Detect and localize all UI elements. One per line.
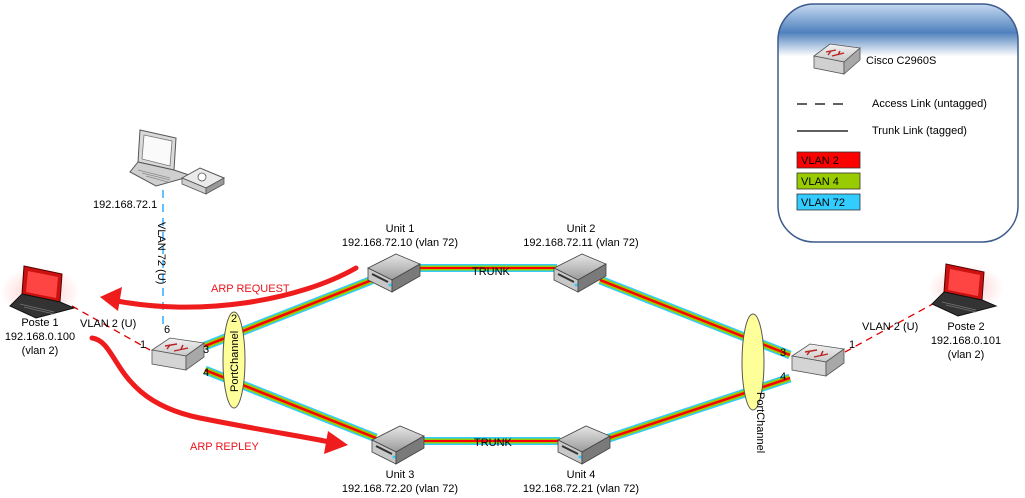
- arp-request-label: ARP REQUEST: [211, 283, 290, 295]
- unit2-ip: 192.168.72.11 (vlan 72): [523, 237, 638, 249]
- legend-vlan-4: VLAN 4: [796, 172, 861, 190]
- unit4-ip: 192.168.72.21 (vlan 72): [523, 483, 639, 495]
- legend-access-label: Access Link (untagged): [872, 98, 987, 110]
- unit2-icon[interactable]: [553, 253, 607, 293]
- poste1-link-label: VLAN 2 (U): [80, 318, 136, 330]
- poste1-vlan: (vlan 2): [22, 345, 59, 357]
- legend-vlan-72: VLAN 72: [796, 193, 861, 211]
- svg-text:PortChannel: PortChannel: [754, 392, 766, 453]
- poste2-name: Poste 2: [947, 321, 984, 333]
- arp-reply-arrow: [89, 335, 348, 454]
- portchannel-right: PortChannel: [741, 313, 766, 453]
- poste2-link-label: VLAN 2 (U): [862, 321, 918, 333]
- legend-vlan-2: VLAN 2: [796, 151, 861, 169]
- admin-laptop-icon[interactable]: [129, 129, 194, 187]
- svg-text:PortChannel: PortChannel: [229, 331, 241, 392]
- trunk-label-top: TRUNK: [472, 266, 511, 278]
- legend-switch-label: Cisco C2960S: [866, 55, 936, 67]
- port-label-sw1-6: 6: [164, 324, 170, 336]
- admin-router-icon[interactable]: [180, 167, 226, 195]
- port-label-sw2-1: 1: [849, 339, 855, 351]
- port-label-sw1-2: 2: [231, 313, 237, 325]
- unit4-icon[interactable]: [557, 425, 611, 465]
- poste1-ip: 192.168.0.100: [5, 331, 75, 343]
- port-label-sw1-4: 4: [203, 367, 209, 379]
- unit1-ip: 192.168.72.10 (vlan 72): [342, 237, 458, 249]
- port-label-sw1-3: 3: [203, 344, 209, 356]
- port-label-sw2-4: 4: [780, 371, 786, 383]
- unit4-name: Unit 4: [567, 469, 596, 481]
- port-label-sw1-1: 1: [140, 339, 146, 351]
- unit1-icon[interactable]: [367, 253, 421, 293]
- legend-switch-icon: [813, 43, 861, 75]
- unit2-name: Unit 2: [567, 223, 596, 235]
- trunk-label-bottom: TRUNK: [474, 437, 513, 449]
- unit1-name: Unit 1: [386, 223, 415, 235]
- unit3-ip: 192.168.72.20 (vlan 72): [342, 483, 458, 495]
- unit3-icon[interactable]: [371, 425, 425, 465]
- access-link-poste2: [844, 299, 941, 353]
- admin-link-label: VLAN 72 (U): [155, 222, 167, 284]
- port-label-sw2-3: 3: [780, 347, 786, 359]
- access-link-poste1: [71, 305, 151, 351]
- switch-right-icon[interactable]: [790, 343, 846, 377]
- poste2-vlan: (vlan 2): [948, 349, 985, 361]
- legend-trunk-label: Trunk Link (tagged): [872, 125, 967, 137]
- unit3-name: Unit 3: [386, 469, 415, 481]
- arp-request-arrow: [100, 265, 359, 311]
- switch-left-icon[interactable]: [150, 337, 206, 371]
- poste1-name: Poste 1: [21, 317, 58, 329]
- admin-ip: 192.168.72.1: [93, 199, 157, 211]
- svg-text:VLAN 4: VLAN 4: [801, 176, 839, 188]
- legend: Cisco C2960S Access Link (untagged) Trun…: [777, 3, 1019, 243]
- arp-reply-label: ARP REPLEY: [190, 441, 260, 453]
- svg-text:VLAN 72: VLAN 72: [801, 197, 845, 209]
- portchannel-left: PortChannel: [222, 311, 246, 409]
- poste2-laptop-icon[interactable]: [931, 263, 998, 317]
- poste2-ip: 192.168.0.101: [931, 335, 1001, 347]
- poste1-laptop-icon[interactable]: [9, 265, 76, 319]
- svg-text:VLAN 2: VLAN 2: [801, 155, 839, 167]
